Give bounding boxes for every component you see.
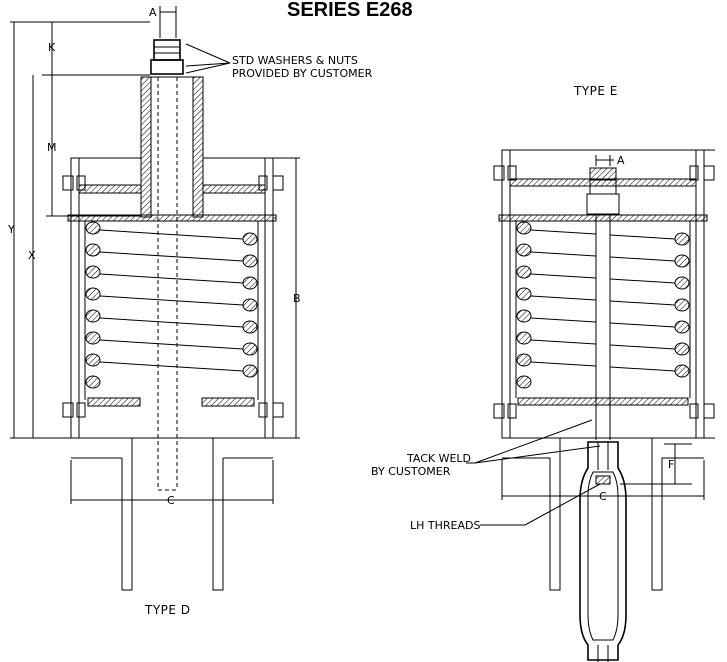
tack-weld-line2: BY CUSTOMER — [371, 465, 451, 478]
dim-a-type-e: A — [617, 154, 625, 167]
washers-note-line1: STD WASHERS & NUTS — [232, 54, 358, 67]
washers-note: STD WASHERS & NUTS PROVIDED BY CUSTOMER — [185, 43, 373, 80]
dim-c-type-e: C — [599, 490, 607, 503]
tack-weld-note: TACK WELD BY CUSTOMER — [371, 419, 601, 478]
type-d-spring-coils — [85, 221, 258, 389]
tack-weld-line1: TACK WELD — [406, 452, 471, 465]
dim-b: B — [293, 292, 301, 305]
dim-k: K — [48, 41, 56, 54]
drawing-title: SERIES E268 — [287, 0, 413, 21]
type-e-dimensions: A F C — [501, 154, 705, 503]
type-e-label: TYPE E — [573, 84, 618, 98]
dim-y: Y — [7, 223, 15, 236]
dim-m: M — [47, 141, 57, 154]
washers-note-line2: PROVIDED BY CUSTOMER — [232, 67, 373, 80]
lh-threads-note: LH THREADS — [410, 483, 601, 532]
type-e-spring-coils — [516, 221, 690, 389]
type-d-view — [62, 39, 284, 591]
type-d-label: TYPE D — [144, 603, 191, 617]
lh-threads-label: LH THREADS — [410, 519, 480, 532]
dim-f: F — [668, 458, 674, 471]
dim-x: X — [28, 249, 36, 262]
dim-c-type-d: C — [167, 494, 175, 507]
dim-a-type-d: A — [149, 6, 157, 19]
type-e-view — [493, 149, 715, 662]
type-d-dimensions: A Y K X M B C — [7, 6, 301, 507]
